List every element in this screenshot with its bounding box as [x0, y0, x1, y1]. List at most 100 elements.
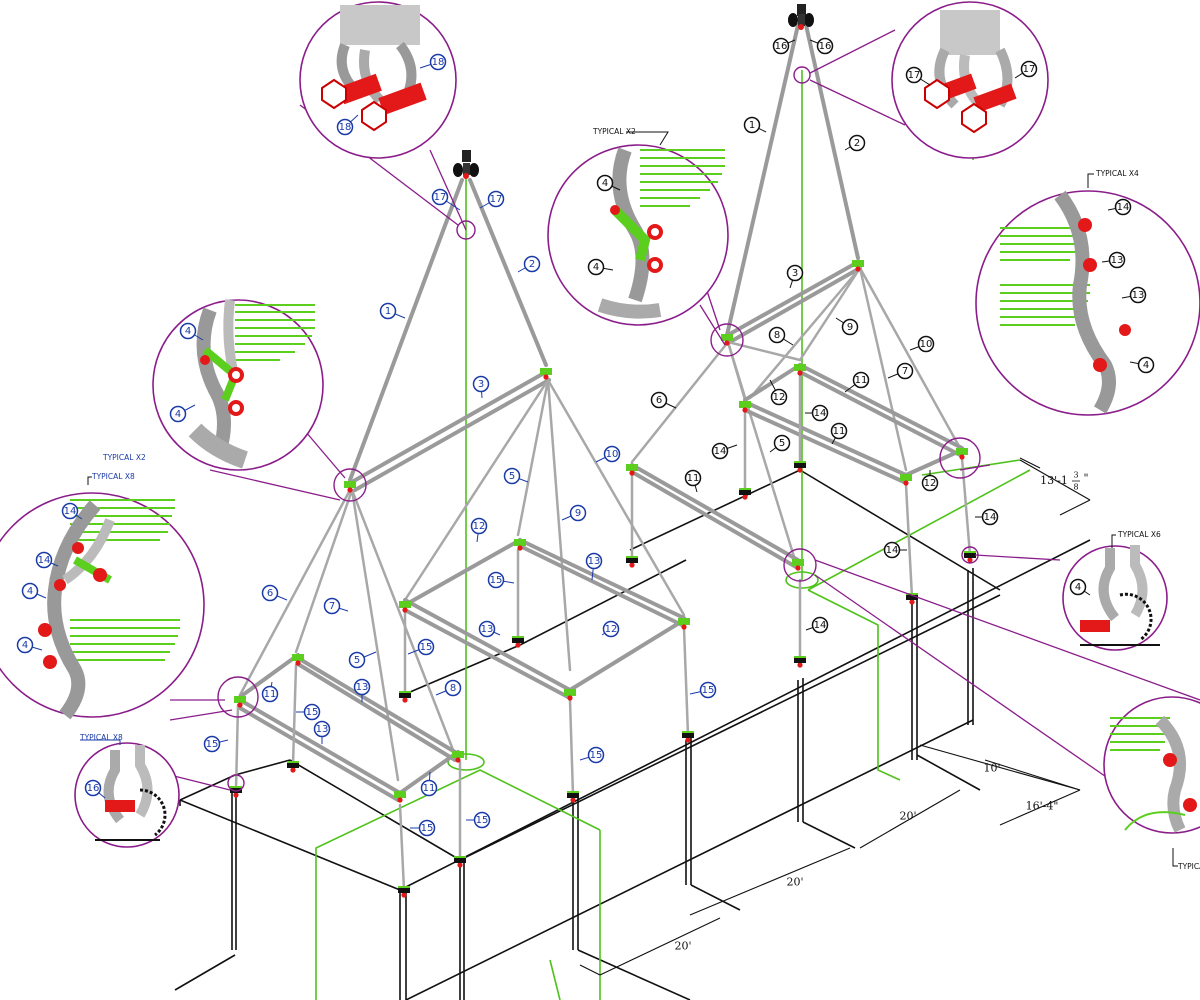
shackle-pin	[724, 340, 730, 346]
balloon-number: 14	[64, 506, 77, 517]
balloon-circle	[603, 445, 621, 463]
balloon-number: 4	[602, 178, 608, 189]
balloon-number: 2	[529, 259, 535, 270]
balloon-number: 4	[27, 586, 33, 597]
note-typical-x8-lower: TYPICAL X8	[79, 733, 123, 742]
shackle-pin	[455, 757, 461, 763]
balloon-circle	[420, 779, 438, 797]
item-balloon-16: 16	[816, 37, 834, 55]
item-balloon-10: 10	[603, 445, 621, 463]
balloon-number: 1	[749, 120, 755, 131]
balloon-number: 5	[509, 471, 515, 482]
balloon-number: 15	[702, 685, 715, 696]
balloon-number: 6	[267, 588, 273, 599]
balloon-circle	[848, 134, 866, 152]
item-balloon-15: 15	[699, 681, 717, 699]
item-balloon-17: 17	[1020, 60, 1038, 78]
spreader-sleeve	[564, 689, 576, 696]
balloon-number: 14	[714, 446, 727, 457]
spreader-sleeve	[514, 539, 526, 546]
balloon-number: 15	[306, 707, 319, 718]
spreader-sleeve	[852, 260, 864, 267]
dimension-13ft-unit: "	[1083, 472, 1088, 485]
spreader-sleeve	[626, 464, 638, 471]
balloon-number: 16	[87, 783, 100, 794]
balloon-circle	[921, 474, 939, 492]
detail-callout-frame-corner-right	[975, 190, 1200, 416]
note-typical-x4-right: TYPICAL X4	[1095, 169, 1139, 178]
typical-notes: TYPICAL X2 TYPICAL X8 TYPICAL X8 TYPICAL…	[79, 127, 1200, 871]
balloon-number: 11	[833, 426, 846, 437]
padeye	[964, 553, 976, 558]
item-balloon-1: 1	[379, 302, 397, 320]
balloon-circle	[585, 552, 603, 570]
item-balloon-12: 12	[602, 620, 620, 638]
balloon-number: 12	[924, 478, 937, 489]
item-balloon-11: 11	[420, 779, 438, 797]
balloon-number: 12	[473, 521, 486, 532]
callout-target-ring	[783, 548, 817, 582]
balloon-circle	[896, 362, 914, 380]
shackle-pin	[290, 767, 296, 773]
balloon-number: 4	[175, 409, 181, 420]
item-balloon-13: 13	[313, 720, 331, 738]
item-balloon-15: 15	[418, 819, 436, 837]
shackle-pin	[629, 562, 635, 568]
balloon-circle	[323, 597, 341, 615]
note-typical-x2-right: TYPICAL X2	[592, 127, 636, 136]
balloon-number: 14	[984, 512, 997, 523]
shackle-pin	[543, 374, 549, 380]
shackle-pin	[795, 565, 801, 571]
balloon-circle	[905, 66, 923, 84]
item-balloon-17: 17	[487, 190, 505, 208]
balloon-circle	[444, 679, 462, 697]
balloon-number: 11	[264, 689, 277, 700]
balloon-circle	[772, 37, 790, 55]
balloon-number: 6	[656, 395, 662, 406]
balloon-circle	[473, 811, 491, 829]
item-balloon-18: 18	[429, 53, 447, 71]
item-balloon-10: 10	[917, 335, 935, 353]
item-balloon-14: 14	[811, 404, 829, 422]
balloon-circle	[1069, 578, 1087, 596]
spreader-sleeve	[794, 364, 806, 371]
padeye	[454, 858, 466, 863]
callout-target-ring	[939, 437, 981, 479]
balloon-circle	[379, 302, 397, 320]
item-balloon-14: 14	[883, 541, 901, 559]
balloon-number: 15	[490, 575, 503, 586]
balloon-circle	[1129, 286, 1147, 304]
balloon-circle	[303, 703, 321, 721]
balloon-number: 4	[185, 326, 191, 337]
dimension-texts: 13'-1 3 8 " 10' 16'-4" 20' 20' 20'	[674, 471, 1088, 953]
balloon-circle	[261, 584, 279, 602]
shackle-pin	[237, 702, 243, 708]
shackle-pin	[797, 467, 803, 473]
balloon-number: 2	[854, 138, 860, 149]
spreader-sleeve	[678, 618, 690, 625]
dimension-13ft-num: 3	[1073, 471, 1078, 480]
item-balloon-4: 4	[1137, 356, 1155, 374]
balloon-circle	[523, 255, 541, 273]
dimension-13ft-den: 8	[1073, 483, 1078, 492]
shackle-pin	[797, 370, 803, 376]
dimension-16ft: 16'-4"	[1026, 800, 1059, 813]
right-rig-slings	[630, 23, 972, 662]
shackle-pin	[797, 662, 803, 668]
balloon-number: 17	[1023, 64, 1036, 75]
balloon-circle	[472, 375, 490, 393]
callout-target-ring	[793, 66, 811, 84]
balloon-circle	[711, 442, 729, 460]
callout-target-ring	[333, 468, 367, 502]
balloon-circle	[503, 467, 521, 485]
balloon-circle	[569, 504, 587, 522]
item-balloon-14: 14	[711, 442, 729, 460]
item-balloon-9: 9	[841, 318, 859, 336]
detail-callout-shackle-lower-left	[74, 742, 180, 848]
balloon-circle	[418, 819, 436, 837]
shackle-pin	[903, 480, 909, 486]
balloon-number: 14	[38, 555, 51, 566]
item-balloon-4: 4	[596, 174, 614, 192]
item-balloon-11: 11	[261, 685, 279, 703]
spreader-sleeve	[344, 481, 356, 488]
